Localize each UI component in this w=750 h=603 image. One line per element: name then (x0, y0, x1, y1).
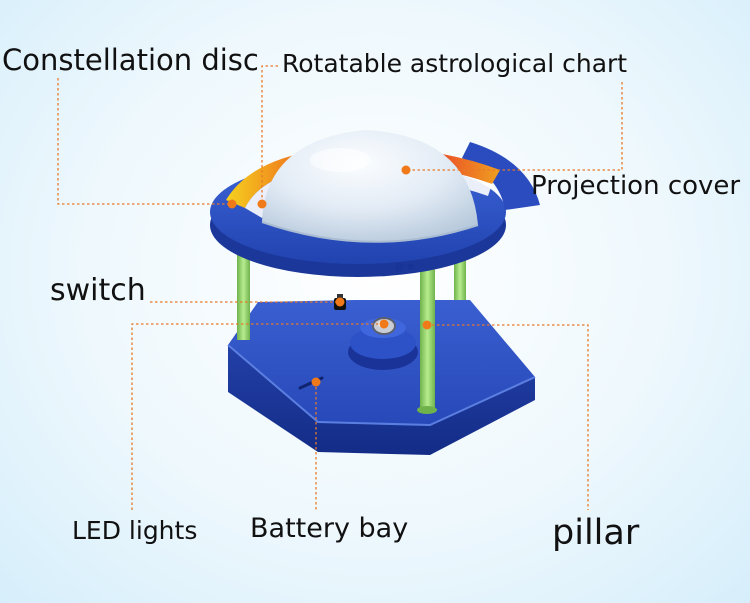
label-projection-cover: Projection cover (531, 171, 741, 201)
label-led-lights: LED lights (72, 516, 198, 545)
projection-dome (261, 130, 479, 243)
label-switch: switch (50, 273, 146, 308)
markers (227, 165, 432, 387)
leader-constellation-disc (57, 78, 232, 205)
base-edge-highlight (227, 344, 536, 427)
base-emboss-mark: ☺ (478, 357, 492, 372)
leader-projection-cover (406, 82, 623, 171)
disc-right-tab (462, 142, 540, 210)
marker-pillar (422, 320, 432, 330)
leader-pillar (427, 324, 589, 510)
leader-rotatable-chart (261, 65, 278, 204)
marker-rotatable-chart (257, 199, 267, 209)
marker-led-lights (379, 319, 389, 329)
label-battery-bay: Battery bay (250, 513, 409, 544)
marker-projection-cover (401, 165, 411, 175)
marker-battery-bay (311, 377, 321, 387)
label-constellation-disc: Constellation disc (2, 43, 259, 77)
base-side (228, 345, 535, 455)
marker-switch (335, 297, 345, 307)
marker-constellation-disc (227, 199, 237, 209)
label-pillar: pillar (552, 513, 640, 553)
disc-emboss-text: ◎ ≡ (395, 262, 415, 273)
pillar-back-left (237, 250, 250, 340)
leader-lines (57, 65, 623, 510)
pillar-front (420, 262, 435, 410)
label-rotatable-chart: Rotatable astrological chart (282, 49, 628, 78)
leader-led-lights (131, 323, 384, 510)
